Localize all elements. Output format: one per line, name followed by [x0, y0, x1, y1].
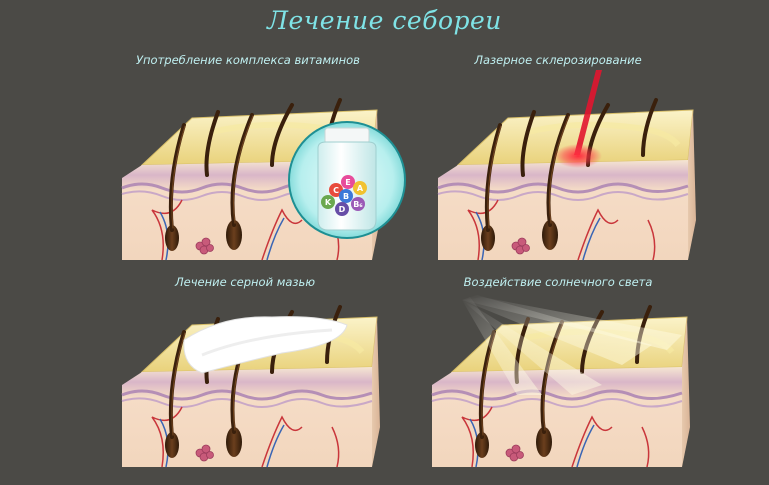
- panel-sulfur-ointment: [122, 295, 412, 485]
- caption-sunlight: Воздействие солнечного света: [463, 275, 653, 289]
- vitamin-letter: A: [357, 184, 364, 193]
- vitamin-letter: C: [333, 186, 339, 195]
- caption-laser: Лазерное склерозирование: [474, 53, 642, 67]
- caption-vitamins: Употребление комплекса витаминов: [136, 53, 360, 67]
- sun-rays-icon: [462, 295, 682, 395]
- panel-vitamins: E A C B K D B₆: [122, 70, 406, 270]
- ointment-pad-icon: [183, 316, 348, 374]
- vitamin-letter: K: [325, 198, 332, 207]
- page-title: Лечение себореи: [267, 6, 502, 35]
- vitamin-letter: D: [339, 205, 346, 214]
- panel-sunlight: [422, 295, 722, 485]
- vitamin-letter: E: [345, 178, 350, 187]
- caption-sulfur-ointment: Лечение серной мазью: [175, 275, 315, 289]
- vitamin-letter: B: [343, 192, 349, 201]
- vitamin-letter: B₆: [353, 200, 363, 209]
- panel-laser: [438, 70, 728, 270]
- vitamin-jar-icon: E A C B K D B₆: [288, 121, 406, 239]
- skin-cross-section: [438, 100, 696, 260]
- laser-beam-icon: [554, 70, 602, 168]
